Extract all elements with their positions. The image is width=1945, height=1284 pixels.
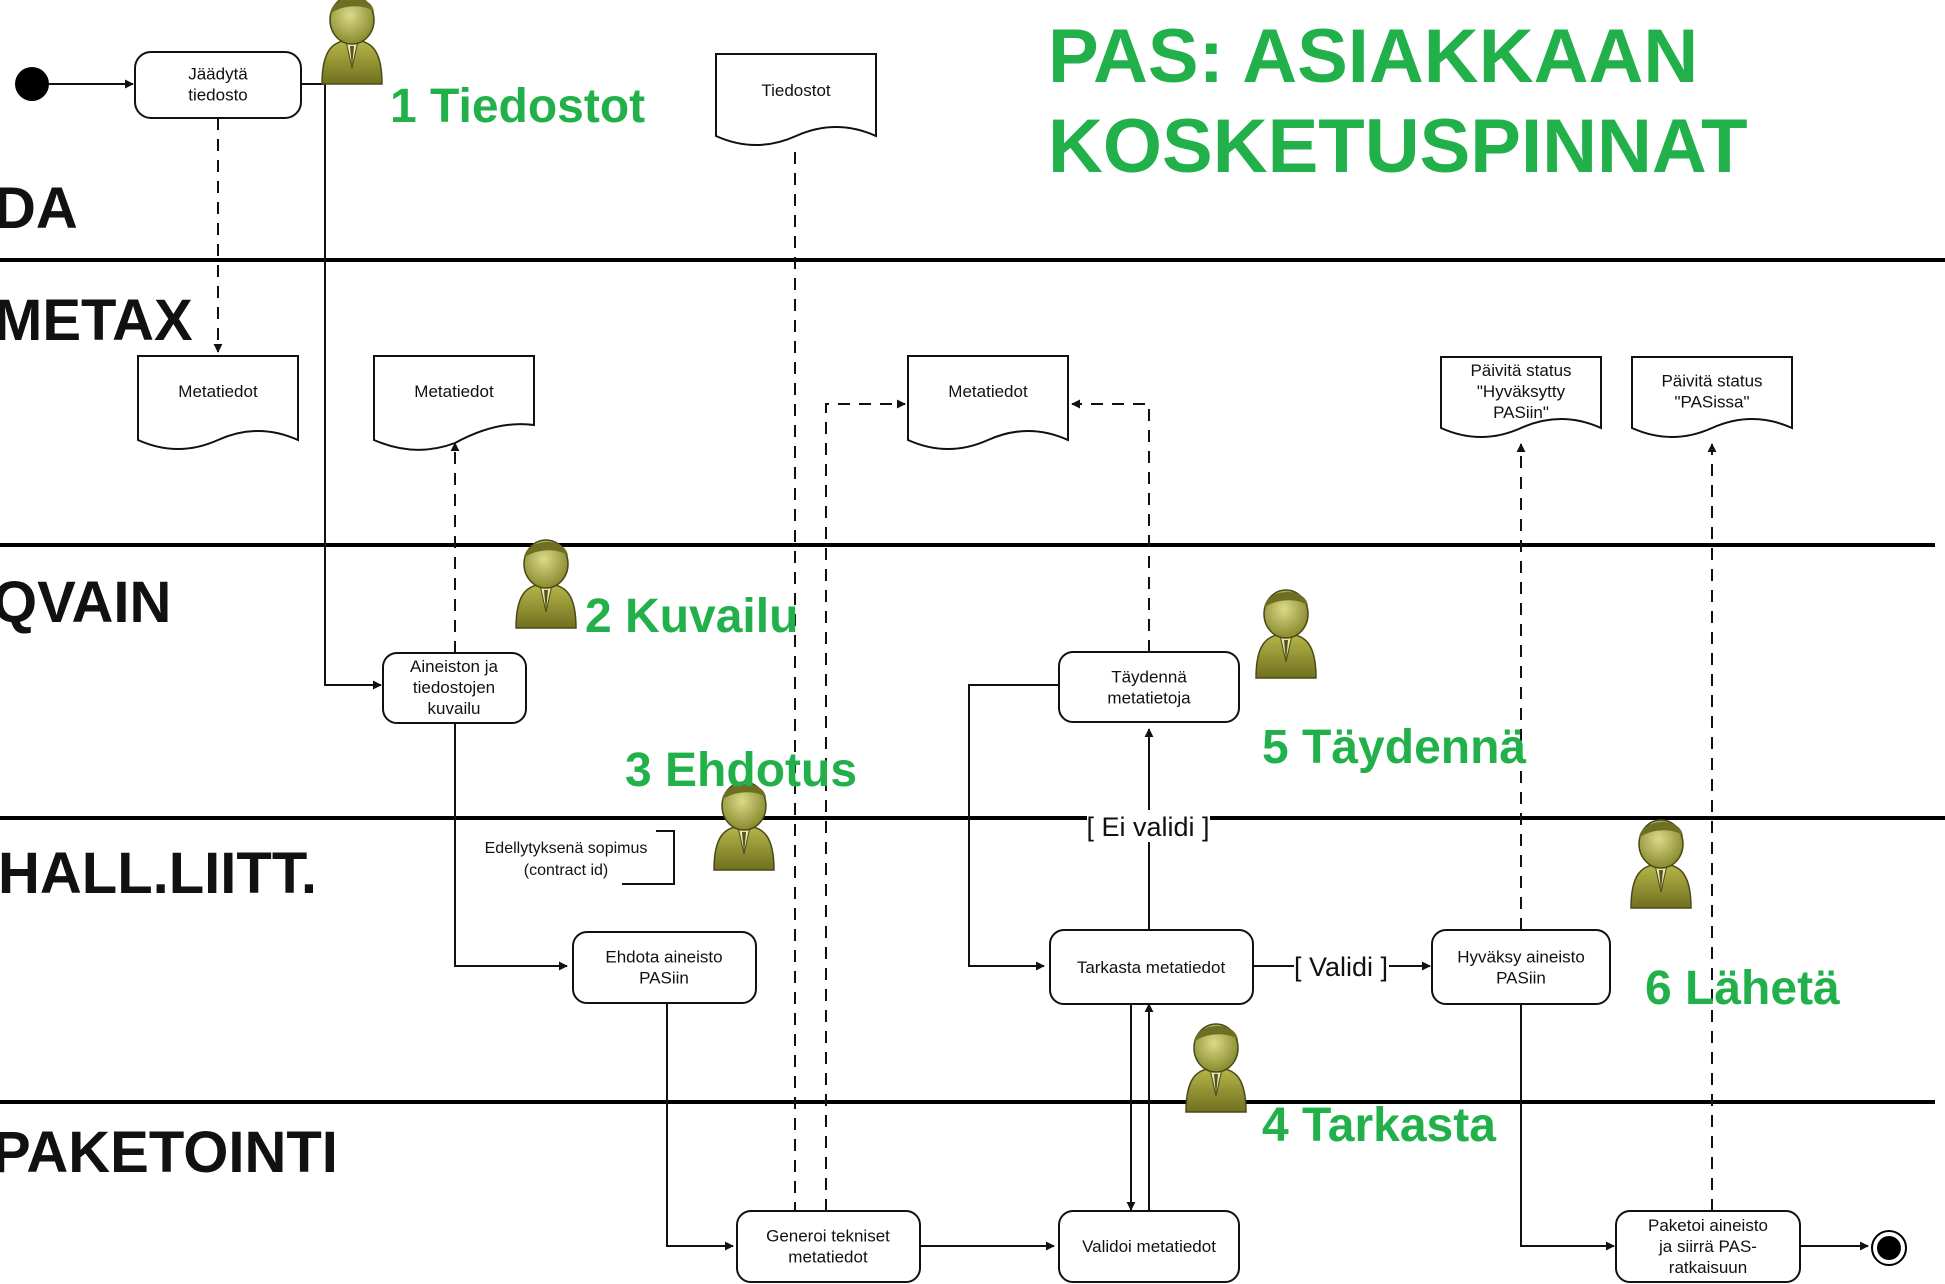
activity-validoi: Validoi metatiedot <box>1058 1210 1240 1283</box>
box-text-line: Metatiedot <box>948 382 1028 401</box>
box-text-line: Hyväksy aineisto <box>1457 948 1585 967</box>
lane-label-hall-liitt: HALL.LIITT. <box>0 841 317 906</box>
doc-metatiedot-1-label: Metatiedot <box>178 382 258 401</box>
lane-label-ida: DA <box>0 176 78 241</box>
step-label-tarkasta: 4 Tarkasta <box>1262 1099 1496 1152</box>
person-icon-tiedostot <box>321 0 383 85</box>
connectors <box>49 79 1869 1251</box>
activity-paketoi-label: Paketoi aineisto ja siirrä PAS-ratkaisuun <box>1648 1216 1768 1277</box>
person-icon-taydenna <box>1255 589 1317 679</box>
activity-paketoi: Paketoi aineisto ja siirrä PAS-ratkaisuun <box>1615 1210 1801 1283</box>
box-text-line: Täydennä <box>1111 668 1187 687</box>
box-text-line: Validoi metatiedot <box>1082 1237 1216 1256</box>
activity-kuvailu: Aineiston ja tiedostojen kuvailu <box>382 652 527 724</box>
activity-generoi-label: Generoi tekniset metatiedot <box>766 1227 890 1267</box>
lane-label-qvain: QVAIN <box>0 570 171 635</box>
box-text-line: ja siirrä PAS- <box>1658 1237 1757 1256</box>
step-label-taydenna: 5 Täydennä <box>1262 721 1526 774</box>
activity-kuvailu-label: Aineiston ja tiedostojen kuvailu <box>410 657 498 718</box>
guard-validi-bg <box>1294 950 1389 984</box>
activity-taydenna: Täydennä metatietoja <box>1058 651 1240 723</box>
lane-label-paketointi: PAKETOINTI <box>0 1120 338 1185</box>
doc-metatiedot-3-label: Metatiedot <box>948 382 1028 401</box>
box-text-line: tiedosto <box>188 86 248 105</box>
title-line-1: PAS: ASIAKKAAN <box>1048 14 1698 99</box>
guard-ei-validi: [ Ei validi ] <box>1086 812 1209 842</box>
box-text-line: kuvailu <box>428 699 481 718</box>
box-text-line: "PASissa" <box>1674 393 1749 412</box>
doc-metatiedot-1: Metatiedot <box>137 355 299 450</box>
box-text-line: (contract id) <box>524 862 608 879</box>
box-text-line: ratkaisuun <box>1669 1258 1747 1277</box>
doc-tiedostot: Tiedostot <box>715 53 877 146</box>
doc-status-pasissa-label: Päivitä status "PASissa" <box>1661 372 1762 412</box>
box-text-line: Metatiedot <box>414 382 494 401</box>
activity-validoi-label: Validoi metatiedot <box>1082 1237 1216 1256</box>
activity-jaadyta-label: Jäädytä tiedosto <box>188 65 248 105</box>
guard-validi: [ Validi ] <box>1294 952 1388 982</box>
box-text-line: PASiin <box>639 969 689 988</box>
box-text-line: tiedostojen <box>413 678 495 697</box>
box-text-line: Generoi tekniset <box>766 1227 890 1246</box>
doc-tiedostot-label: Tiedostot <box>761 81 831 100</box>
box-text-line: Tiedostot <box>761 81 831 100</box>
doc-metatiedot-2: Metatiedot <box>373 355 535 451</box>
doc-status-pasissa: Päivitä status "PASissa" <box>1631 356 1793 438</box>
box-text-line: "Hyväksytty <box>1477 382 1566 401</box>
activity-jaadyta-tiedosto: Jäädytä tiedosto <box>134 51 302 119</box>
box-text-line: metatiedot <box>788 1248 868 1267</box>
box-text-line: Ehdota aineisto <box>605 948 722 967</box>
box-text-line: Aineiston ja <box>410 657 498 676</box>
guard-ei-validi-bg <box>1087 810 1210 842</box>
box-text-line: Edellytyksenä sopimus <box>485 840 648 857</box>
doc-metatiedot-2-label: Metatiedot <box>414 382 494 401</box>
end-node <box>1877 1236 1901 1260</box>
box-text-line: metatietoja <box>1107 689 1191 708</box>
doc-metatiedot-3: Metatiedot <box>907 355 1069 450</box>
start-node <box>15 67 49 101</box>
person-icon-laheta <box>1630 819 1692 909</box>
person-icon-tarkasta <box>1185 1023 1247 1113</box>
step-label-tiedostot: 1 Tiedostot <box>390 80 645 133</box>
lane-label-metax: METAX <box>0 288 193 353</box>
box-text-line: Päivitä status <box>1661 372 1762 391</box>
box-text-line: Jäädytä <box>188 65 248 84</box>
box-text-line: PASiin" <box>1493 403 1549 422</box>
box-text-line: Paketoi aineisto <box>1648 1216 1768 1235</box>
note-edellytys: Edellytyksenä sopimus (contract id) <box>485 830 675 885</box>
step-label-kuvailu: 2 Kuvailu <box>585 590 798 643</box>
activity-tarkasta: Tarkasta metatiedot <box>1049 929 1254 1005</box>
box-text-line: Päivitä status <box>1470 361 1571 380</box>
person-icon-kuvailu <box>515 539 577 629</box>
activity-taydenna-label: Täydennä metatietoja <box>1107 668 1191 708</box>
step-label-laheta: 6 Lähetä <box>1645 962 1840 1015</box>
box-text-line: Tarkasta metatiedot <box>1077 958 1226 977</box>
box-text-line: Metatiedot <box>178 382 258 401</box>
activity-generoi: Generoi tekniset metatiedot <box>736 1210 921 1283</box>
title-line-2: KOSKETUSPINNAT <box>1048 104 1748 189</box>
box-text-line: PASiin <box>1496 969 1546 988</box>
activity-tarkasta-label: Tarkasta metatiedot <box>1077 958 1226 977</box>
step-label-ehdotus: 3 Ehdotus <box>625 744 857 797</box>
note-edellytys-label: Edellytyksenä sopimus (contract id) <box>485 840 648 879</box>
